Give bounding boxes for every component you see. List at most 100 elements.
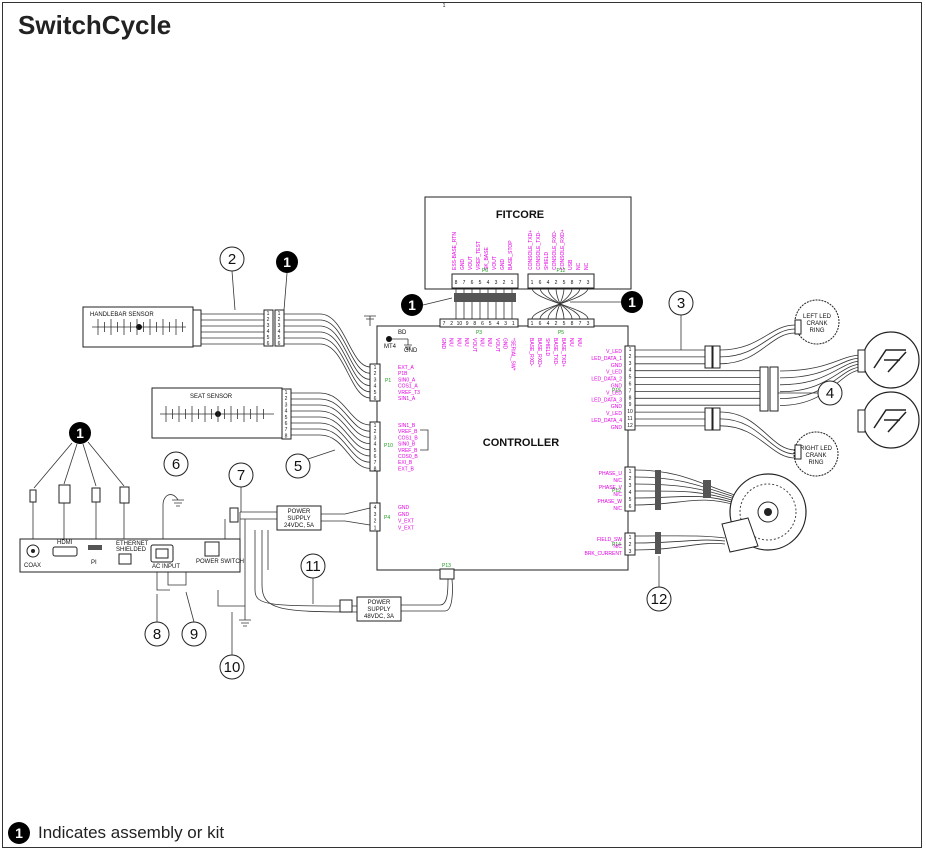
p12m-pins-pin: 3 xyxy=(629,483,632,489)
seat-pins-pin: 4 xyxy=(285,409,288,415)
right-ring-line2: CRANK xyxy=(805,453,826,459)
seat-to-p10-wire xyxy=(291,392,371,426)
p6-pins-pin: 3 xyxy=(495,280,498,286)
ground-10 xyxy=(239,519,251,627)
p10-signals-signal: EXT_B xyxy=(398,466,415,472)
fitcore-signals-signal: GND xyxy=(500,259,506,271)
seat-pins-pin: 5 xyxy=(285,415,288,421)
p12-motor-connector xyxy=(624,466,636,512)
ethernet-port-icon xyxy=(118,553,132,565)
p10-pins-pin: 1 xyxy=(374,423,377,429)
handlebar-sensor-label: HANDLEBAR SENSOR xyxy=(90,312,154,318)
ground-10-branch xyxy=(217,590,245,607)
assembly-badge xyxy=(69,422,91,444)
ps24-to-p4 xyxy=(321,507,371,515)
p5-pins-pin: 4 xyxy=(547,321,550,327)
assembly-badge-label: 1 xyxy=(408,297,416,313)
cable-plugs xyxy=(29,484,353,613)
cable-plug xyxy=(119,486,130,504)
p15-signals-signal: GND xyxy=(611,384,623,390)
p10-jumper xyxy=(420,429,429,451)
seat-pins-pin: 7 xyxy=(285,427,288,433)
ps24-line2: SUPPLY xyxy=(287,516,310,522)
p13-label: P13 xyxy=(442,563,451,569)
ps48-to-p13 xyxy=(401,578,453,612)
p4-pins-pin: 3 xyxy=(374,512,377,518)
p14-signals-signal: BRK_CURRENT xyxy=(584,551,622,557)
ac-lead-9 xyxy=(167,572,187,586)
p1-signals-signal: SIN1_A xyxy=(398,396,416,402)
p12-pins-signal: CONSOLE_RXD- xyxy=(552,230,558,270)
upper-pedal-plug xyxy=(857,349,866,373)
fitcore-signals-signal: VOUT xyxy=(468,256,474,270)
motor-phase-wire xyxy=(634,483,736,500)
p12-motor-label: P12 xyxy=(612,488,621,494)
led-ring-connector xyxy=(704,407,713,431)
p5-pins-pin: 3 xyxy=(587,321,590,327)
left-crank-ring xyxy=(794,299,840,345)
p5-signals-signal: BASE_RXD+ xyxy=(536,338,542,368)
p5-label: P5 xyxy=(558,330,564,336)
hb-pins-pin: 1 xyxy=(278,311,281,317)
power-switch-icon xyxy=(204,541,220,557)
seat-to-p10-wire xyxy=(291,404,371,438)
p13-pins: 12 xyxy=(443,3,446,9)
p6-pins-pin: 6 xyxy=(471,280,474,286)
assembly-badge xyxy=(276,251,298,273)
pedal-connector-a xyxy=(759,366,769,412)
p1-label: P1 xyxy=(385,378,391,384)
callout-circle xyxy=(646,586,672,612)
left-ring-wire xyxy=(719,324,796,351)
p4-pins-pin: 1 xyxy=(374,525,377,531)
p5-pins-pin: 5 xyxy=(563,321,566,327)
p12-pins-signal: SHIELD xyxy=(544,252,550,270)
p14-signals-signal: FIELD_SW xyxy=(597,537,622,543)
pi-port-icon xyxy=(88,545,102,550)
right-ring-wire xyxy=(719,411,796,451)
callout-circle xyxy=(817,380,843,406)
fitcore-signals-signal: ESS-BASE_RTN xyxy=(452,232,458,270)
seat-to-p10-wire xyxy=(291,398,371,432)
callout-leader xyxy=(231,270,236,311)
callout-c7: 7 xyxy=(237,467,245,484)
p6-label: P6 xyxy=(482,268,488,274)
p3-signals-signal: N/U xyxy=(463,338,469,347)
p3-signals-signal: N/U xyxy=(448,338,454,347)
p10-signals-signal: VREF_B xyxy=(398,429,418,435)
hb-pins-pin: 5 xyxy=(267,335,270,341)
p6-pins-pin: 1 xyxy=(511,280,514,286)
p3-signals-signal: N/U xyxy=(479,338,485,347)
p15-label: P15 xyxy=(612,388,621,394)
seat-to-p10-wire xyxy=(291,428,371,463)
seat-pins-pin: 8 xyxy=(285,433,288,439)
p15-signals-signal: V_LED xyxy=(606,370,622,376)
handlebar-to-p1-wire xyxy=(284,337,371,393)
phase-cable-sleeve xyxy=(655,470,661,510)
p15-pins-pin: 12 xyxy=(627,423,633,429)
fitcore-signals-signal: GND xyxy=(460,259,466,271)
callout-circle xyxy=(181,621,207,647)
seat-pins-pin: 3 xyxy=(285,402,288,408)
callout-circle xyxy=(668,290,694,316)
right-ring-plug xyxy=(794,444,802,460)
p10-signals-signal: VREF_B xyxy=(398,448,418,454)
p15-signals: V_LEDLED_DATA_1GNDV_LEDLED_DATA_2GNDV_LE… xyxy=(591,349,622,431)
left-ring-line2: CRANK xyxy=(806,321,827,327)
p15-signals-signal: LED_DATA_3 xyxy=(591,397,622,403)
p12-pins-signal: CONSOLE_RXD+ xyxy=(560,229,566,270)
hb-pins-pin: 5 xyxy=(278,335,281,341)
handlebar-to-p1-wire xyxy=(284,343,371,399)
legend-badge: 1 xyxy=(8,822,30,844)
pedal-connector-b xyxy=(769,366,779,412)
callout-c2: 2 xyxy=(228,251,236,268)
hb-pins-pin: 4 xyxy=(267,329,270,335)
callout-leader xyxy=(307,449,336,460)
assembly-badge-label: 1 xyxy=(283,254,291,270)
